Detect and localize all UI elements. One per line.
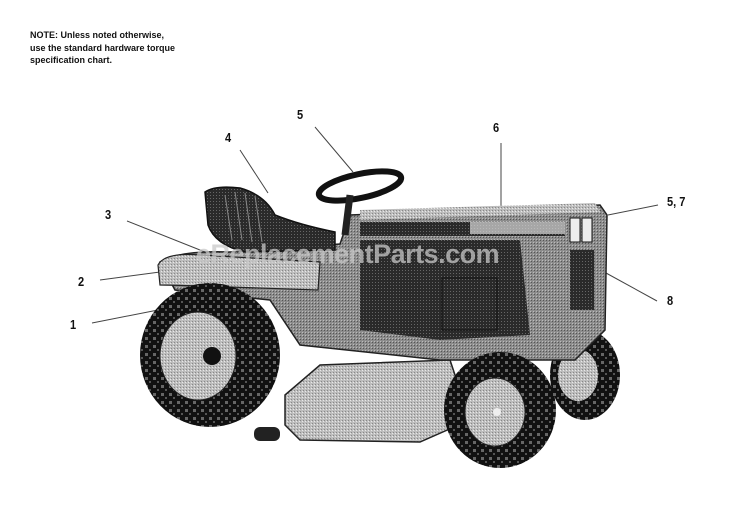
callout-5-7: 5, 7: [667, 194, 686, 209]
callout-5: 5: [297, 107, 304, 122]
note-line-1: NOTE: Unless noted otherwise,: [30, 30, 165, 40]
torque-note: NOTE: Unless noted otherwise, use the st…: [30, 29, 175, 67]
callout-8: 8: [667, 293, 674, 308]
callout-2: 2: [78, 274, 85, 289]
callout-1: 1: [70, 317, 77, 332]
note-line-3: specification chart.: [30, 55, 113, 65]
callout-3: 3: [105, 207, 112, 222]
note-line-2: use the standard hardware torque: [30, 42, 176, 53]
callout-4: 4: [225, 130, 232, 145]
leader-lines: [91, 126, 659, 324]
callout-6: 6: [493, 120, 500, 135]
watermark: eReplacementParts.com: [196, 239, 500, 269]
